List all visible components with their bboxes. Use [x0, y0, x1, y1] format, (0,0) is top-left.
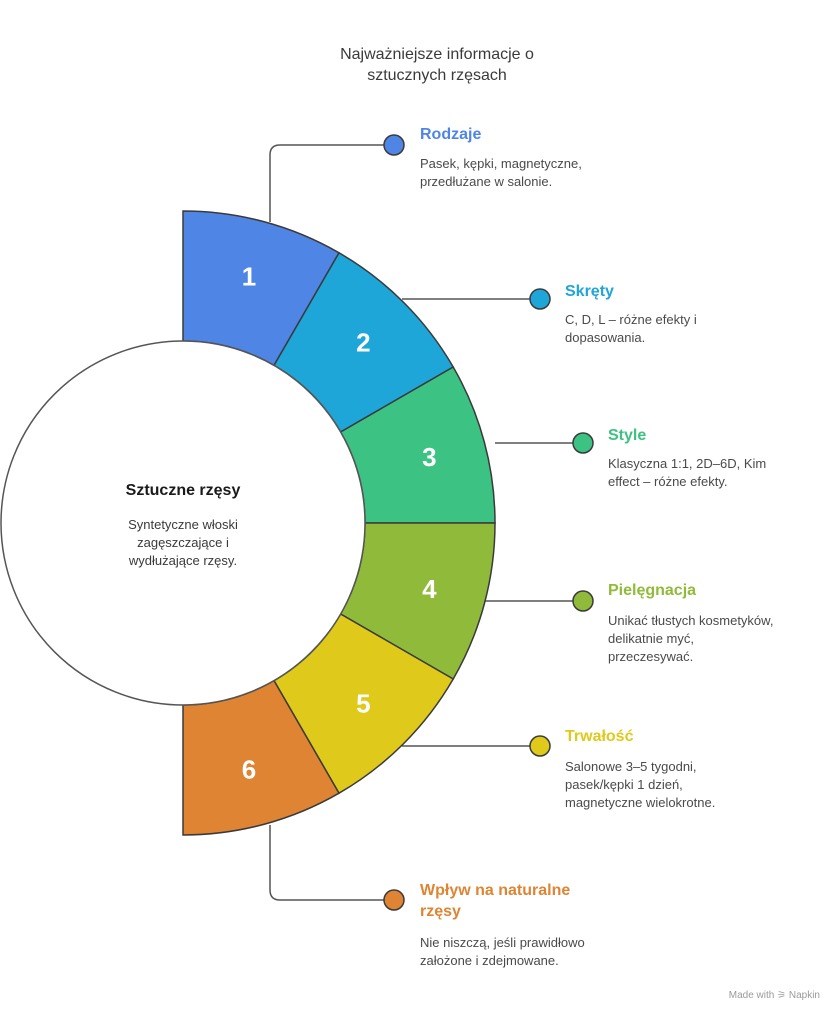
item-4-description: Unikać tłustych kosmetyków, delikatnie m…: [608, 613, 774, 664]
item-5-description: Salonowe 3–5 tygodni, pasek/kępki 1 dzie…: [565, 759, 716, 810]
connector-dot-1: [383, 134, 405, 156]
item-2-title: Skręty: [565, 283, 614, 300]
connector-dot-3: [572, 432, 594, 454]
item-3-title: Style: [608, 427, 647, 444]
connector-dots: [383, 134, 594, 911]
item-3-description: Klasyczna 1:1, 2D–6D, Kim effect – różne…: [608, 456, 767, 489]
connector-dot-4: [572, 590, 594, 612]
connector-1: [269, 144, 394, 222]
napkin-watermark: Made with ⚞ Napkin: [728, 990, 820, 1001]
item-1-description: Pasek, kępki, magnetyczne, przedłużane w…: [420, 156, 582, 189]
segment-number-1: 1: [242, 262, 256, 292]
segment-number-4: 4: [422, 574, 437, 604]
segment-number-2: 2: [356, 328, 370, 358]
connector-lines: [269, 144, 583, 901]
item-1-title: Rodzaje: [420, 126, 482, 143]
connector-6: [269, 825, 394, 901]
segment-number-5: 5: [356, 688, 370, 718]
item-2-description: C, D, L – różne efekty i dopasowania.: [565, 312, 697, 345]
segment-number-6: 6: [242, 754, 256, 784]
center-description: Syntetyczne włoski zagęszczające i wydłu…: [128, 517, 238, 568]
arc-segments: 1 2 3 4 5 6: [182, 210, 496, 836]
diagram-title: Najważniejsze informacje o sztucznych rz…: [340, 46, 534, 84]
connector-dot-6: [383, 889, 405, 911]
connector-dot-5: [529, 735, 551, 757]
item-4-title: Pielęgnacja: [608, 582, 697, 599]
connector-dot-2: [529, 288, 551, 310]
item-6-description: Nie niszczą, jeśli prawidłowo założone i…: [420, 935, 585, 968]
center-title: Sztuczne rzęsy: [125, 482, 241, 499]
center-circle: [0, 340, 366, 706]
item-6-title: Wpływ na naturalne rzęsy: [420, 882, 571, 920]
item-5-title: Trwałość: [565, 728, 634, 745]
segment-number-3: 3: [422, 442, 436, 472]
